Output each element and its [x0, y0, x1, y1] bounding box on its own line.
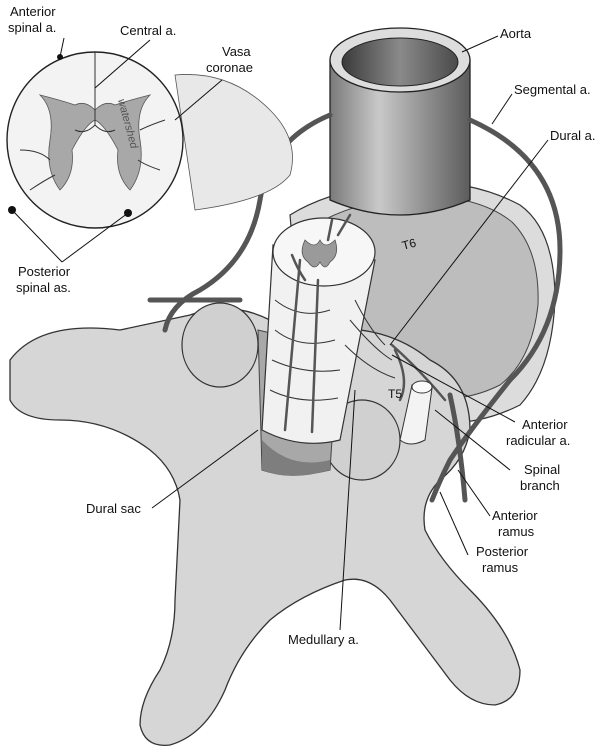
anterior-ramus-label-line2: ramus: [498, 524, 535, 539]
spinal-branch-label-line2: branch: [520, 478, 560, 493]
cord-cross-section-inset: watershed: [7, 52, 293, 228]
t5-label: T5: [388, 387, 402, 401]
anterior-spinal-label-line2: spinal a.: [8, 20, 56, 35]
vasa-coronae-label-line2: coronae: [206, 60, 253, 75]
anterior-ramus-label-line1: Anterior: [492, 508, 538, 523]
dural-artery-label: Dural a.: [550, 128, 596, 143]
anterior-radicular-label-line2: radicular a.: [506, 433, 570, 448]
segmental-artery-label: Segmental a.: [514, 82, 591, 97]
posterior-spinal-label-line2: spinal as.: [16, 280, 71, 295]
posterior-ramus-label-line2: ramus: [482, 560, 519, 575]
aorta: [330, 28, 470, 215]
posterior-spinal-label-line1: Posterior: [18, 264, 71, 279]
anterior-radicular-label-line1: Anterior: [522, 417, 568, 432]
dural-sac-label: Dural sac: [86, 501, 141, 516]
vertebra-t5: [10, 303, 520, 745]
anterior-spinal-label-line1: Anterior: [10, 4, 56, 19]
aorta-label: Aorta: [500, 26, 532, 41]
posterior-ramus-label-line1: Posterior: [476, 544, 529, 559]
spinal-branch-label-line1: Spinal: [524, 462, 560, 477]
vasa-coronae-label-line1: Vasa: [222, 44, 251, 59]
medullary-artery-label: Medullary a.: [288, 632, 359, 647]
central-artery-label: Central a.: [120, 23, 176, 38]
